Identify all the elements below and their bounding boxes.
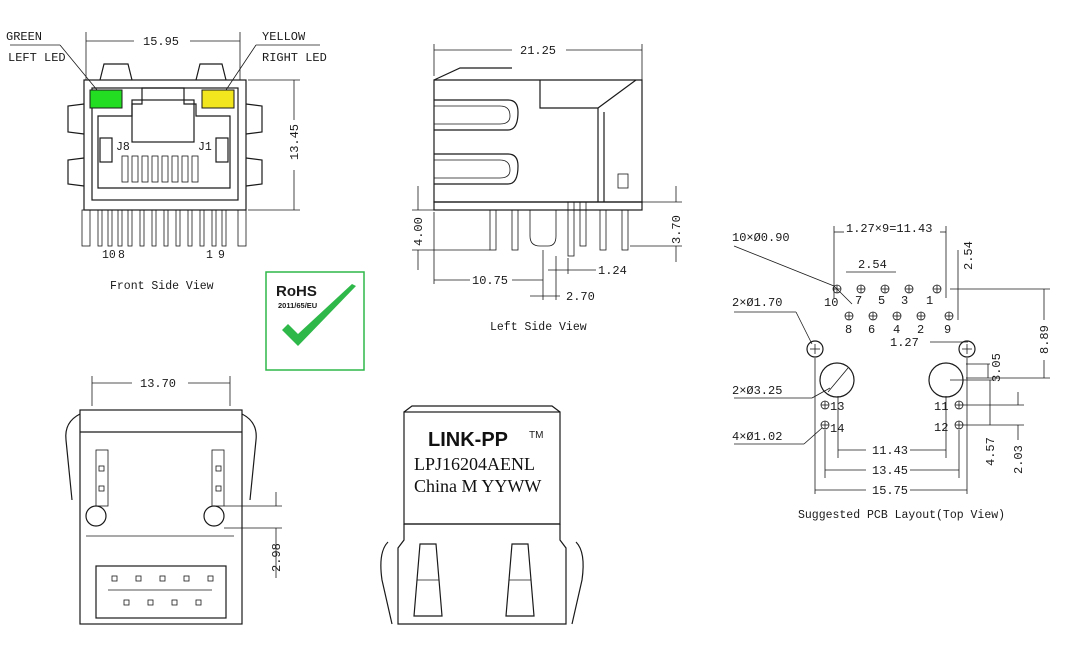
checkmark-icon (282, 284, 356, 346)
side-spacing-dim: 2.70 (566, 290, 595, 304)
dim-203: 2.03 (1012, 445, 1026, 474)
front-side-view: GREEN LEFT LED YELLOW RIGHT LED 15.95 13… (6, 30, 327, 293)
trademark: TM (529, 430, 543, 441)
side-pin-height-dim: 3.70 (670, 215, 684, 244)
pin-label-9: 9 (218, 249, 225, 262)
yellow-led-label-1: YELLOW (262, 30, 306, 44)
vertical-889-dim: 8.89 (1038, 325, 1052, 354)
rohs-directive: 2011/65/EU (278, 301, 317, 310)
brand-name: LINK-PP (428, 429, 508, 451)
bottom-height-dim: 2.98 (270, 543, 284, 572)
pin-5: 5 (878, 294, 885, 308)
front-width-dim: 15.95 (143, 35, 179, 49)
pin-13: 13 (830, 400, 844, 414)
pcb-layout: 10×Ø0.90 1.27×9=11.43 2.54 2.54 10 7 5 3 (732, 222, 1052, 522)
yellow-led-label-2: RIGHT LED (262, 51, 327, 65)
dim-1575: 15.75 (872, 484, 908, 498)
pin-1: 1 (926, 294, 933, 308)
pin-11: 11 (934, 400, 948, 414)
pin-12: 12 (934, 421, 948, 435)
signal-holes-label: 10×Ø0.90 (732, 231, 790, 245)
pin-label-1: 1 (206, 249, 213, 262)
green-led (89, 89, 123, 109)
green-led-label-2: LEFT LED (8, 51, 66, 65)
pin-label-j8: J8 (116, 141, 130, 154)
post-holes-label: 2×Ø1.70 (732, 296, 782, 310)
bottom-view: 13.70 2.98 (65, 376, 284, 625)
rohs-badge: RoHS 2011/65/EU (265, 271, 365, 371)
dim-457: 4.57 (984, 437, 998, 466)
back-view: LINK-PP TM LPJ16204AENL China M YYWW (380, 405, 584, 625)
pin-10: 10 (824, 296, 838, 310)
front-height-dim: 13.45 (288, 124, 302, 160)
pcb-layout-caption: Suggested PCB Layout(Top View) (798, 509, 1005, 522)
dim-1143: 11.43 (872, 444, 908, 458)
pin-9: 9 (944, 323, 951, 337)
side-offset-dim: 10.75 (472, 274, 508, 288)
mount-holes-label: 2×Ø3.25 (732, 384, 782, 398)
pin-14: 14 (830, 422, 844, 436)
rohs-title: RoHS (276, 283, 317, 300)
pin-3: 3 (901, 294, 908, 308)
pitch-total-dim: 1.27×9=11.43 (846, 222, 932, 236)
yellow-led (201, 89, 235, 109)
left-side-view: 21.25 4.00 3.70 (412, 44, 684, 334)
vertical-305-dim: 3.05 (990, 353, 1004, 382)
half-pitch-dim: 1.27 (890, 336, 919, 350)
pin-label-10: 10 (102, 249, 116, 262)
pin-7: 7 (855, 294, 862, 308)
green-led-label-1: GREEN (6, 30, 42, 44)
pin-8: 8 (845, 323, 852, 337)
pin-6: 6 (868, 323, 875, 337)
row-offset-dim: 2.54 (962, 241, 976, 270)
side-length-dim: 21.25 (520, 44, 556, 58)
front-view-caption: Front Side View (110, 280, 214, 293)
pitch-254-dim: 2.54 (858, 258, 887, 272)
side-pitch-dim: 1.24 (598, 264, 627, 278)
led-holes-label: 4×Ø1.02 (732, 430, 782, 444)
pin-4: 4 (893, 323, 900, 337)
dim-1345: 13.45 (872, 464, 908, 478)
side-view-caption: Left Side View (490, 321, 587, 334)
origin-line: China M YYWW (414, 476, 541, 496)
side-height-dim: 4.00 (412, 217, 426, 246)
pin-2: 2 (917, 323, 924, 337)
part-number: LPJ16204AENL (414, 454, 535, 474)
pin-label-8: 8 (118, 249, 125, 262)
bottom-width-dim: 13.70 (140, 377, 176, 391)
pin-label-j1: J1 (198, 141, 212, 154)
